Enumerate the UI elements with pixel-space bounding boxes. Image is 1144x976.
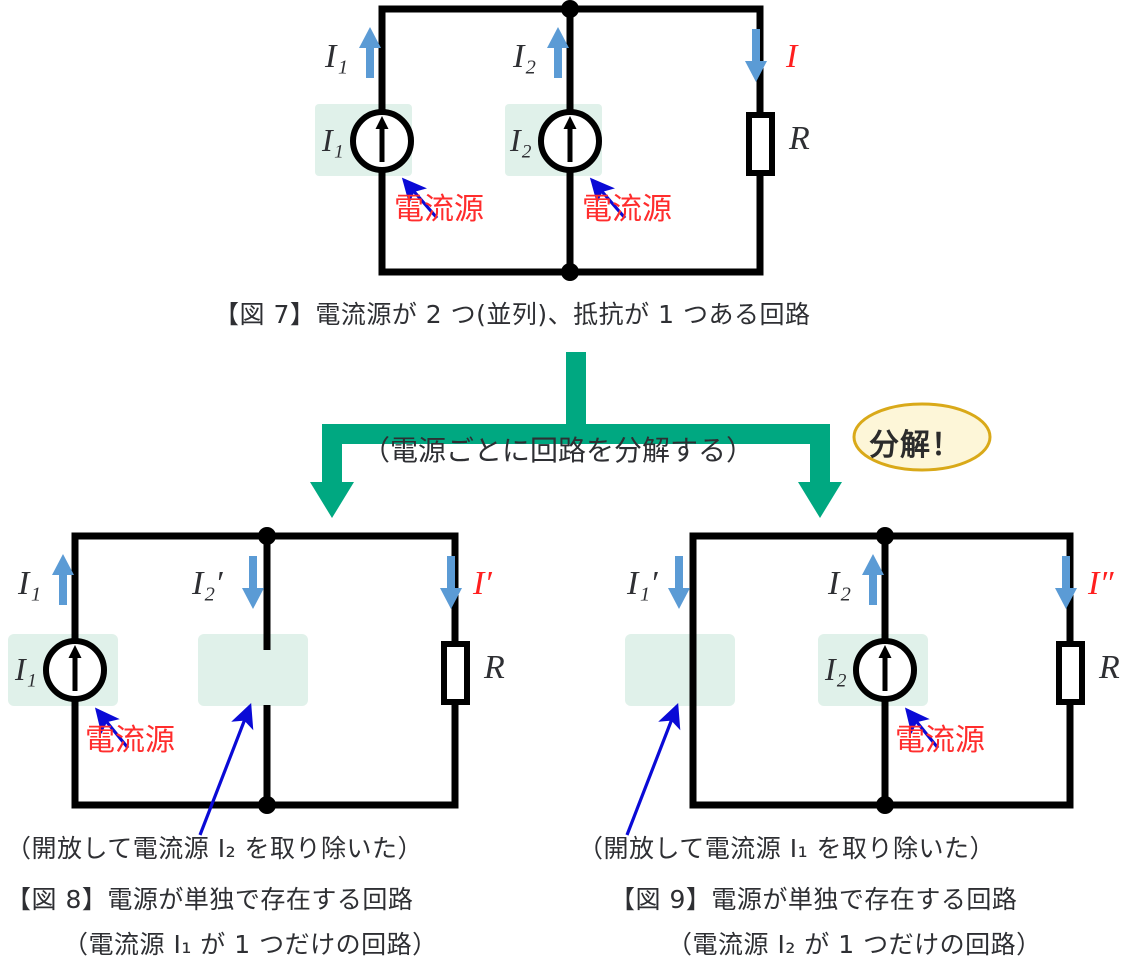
fig9-current-source-2: [853, 638, 917, 702]
fig9-source2-annotation: 電流源: [895, 723, 985, 758]
fig9-current-arrow-I2: [862, 554, 884, 605]
fig8-node-top: [258, 527, 276, 545]
fig7-label-I-branch: I: [786, 38, 798, 75]
fig9-current-arrow-Ipp: [1055, 556, 1077, 609]
fig9-caption-line1: 【図 9】電源が単独で存在する回路: [610, 885, 1018, 914]
fig9-resistor-label: R: [1099, 649, 1120, 686]
fig8-circuit: [8, 527, 470, 836]
fig7-caption: 【図 7】電流源が 2 つ(並列)、抵抗が 1 つある回路: [214, 300, 811, 329]
fig9-node-top: [876, 527, 894, 545]
fig8-caption-line2: （電流源 I₁ が 1 つだけの回路）: [63, 930, 438, 959]
fig8-label-I1-branch: I₁: [18, 565, 42, 602]
fig9-caption-line2: （電流源 I₂ が 1 つだけの回路）: [667, 930, 1042, 959]
fig9-label-Ipp-branch: I″: [1088, 565, 1114, 602]
fig8-node-bottom: [258, 796, 276, 814]
fig8-source1-label: I₁: [15, 651, 37, 687]
fig9-pointer-source: [904, 707, 940, 750]
fig9-open-note: （開放して電流源 I₁ を取り除いた）: [578, 834, 996, 863]
fig9-label-I1p-branch: I₁′: [627, 565, 658, 602]
fig7-current-arrow-I1: [359, 27, 381, 78]
fig9-label-I2-branch: I₂: [828, 565, 852, 602]
fig7-label-I1-branch: I₁: [325, 38, 349, 75]
fig9-circuit: [625, 527, 1085, 836]
fig9-open-highlight: [625, 634, 735, 706]
fig9-current-arrow-I1p: [668, 556, 690, 609]
fig7-resistor: [746, 112, 775, 176]
fig8-label-Ip-branch: I′: [473, 565, 492, 602]
fig8-pointer-open: [198, 703, 254, 836]
fig8-current-arrow-Ip: [440, 556, 462, 609]
fig8-open-highlight: [198, 634, 308, 706]
fig9-pointer-open: [625, 703, 681, 836]
fig7-source1-annotation: 電流源: [394, 192, 484, 227]
fig7-current-source-2: [538, 109, 602, 173]
fig7-resistor-label: R: [789, 120, 810, 157]
decompose-note: （電源ごとに回路を分解する）: [362, 434, 755, 467]
fig8-current-arrow-I2p: [242, 556, 264, 609]
fig7-source2-annotation: 電流源: [582, 192, 672, 227]
fig7-current-arrow-I: [745, 29, 767, 82]
fig8-pointer-source: [94, 707, 130, 750]
fig8-current-arrow-I1: [52, 554, 74, 605]
fig7-node-top: [561, 0, 579, 18]
decompose-badge-shape: [852, 402, 992, 472]
fig7-current-arrow-I2: [547, 27, 569, 78]
fig8-open-note: （開放して電流源 I₂ を取り除いた）: [6, 834, 424, 863]
fig7-pointer-2: [589, 177, 627, 220]
fig9-source2-label: I₂: [825, 651, 847, 687]
fig7-source1-label: I₁: [322, 122, 344, 158]
fig7-current-source-1: [350, 109, 414, 173]
fig9-resistor: [1056, 641, 1085, 705]
fig8-current-source-1: [43, 638, 107, 702]
fig7-circuit: [315, 0, 775, 281]
fig9-node-bottom: [876, 796, 894, 814]
decompose-arrow: [310, 352, 842, 518]
fig7-node-bottom: [561, 263, 579, 281]
fig8-resistor: [441, 641, 470, 705]
fig8-label-I2p-branch: I₂′: [192, 565, 223, 602]
fig8-resistor-label: R: [484, 649, 505, 686]
fig7-label-I2-branch: I₂: [513, 38, 537, 75]
fig7-pointer-1: [401, 177, 439, 220]
fig8-caption-line1: 【図 8】電源が単独で存在する回路: [6, 885, 414, 914]
fig7-source2-label: I₂: [510, 122, 532, 158]
fig8-source1-annotation: 電流源: [85, 723, 175, 758]
decompose-badge-text: 分解！: [869, 428, 962, 463]
